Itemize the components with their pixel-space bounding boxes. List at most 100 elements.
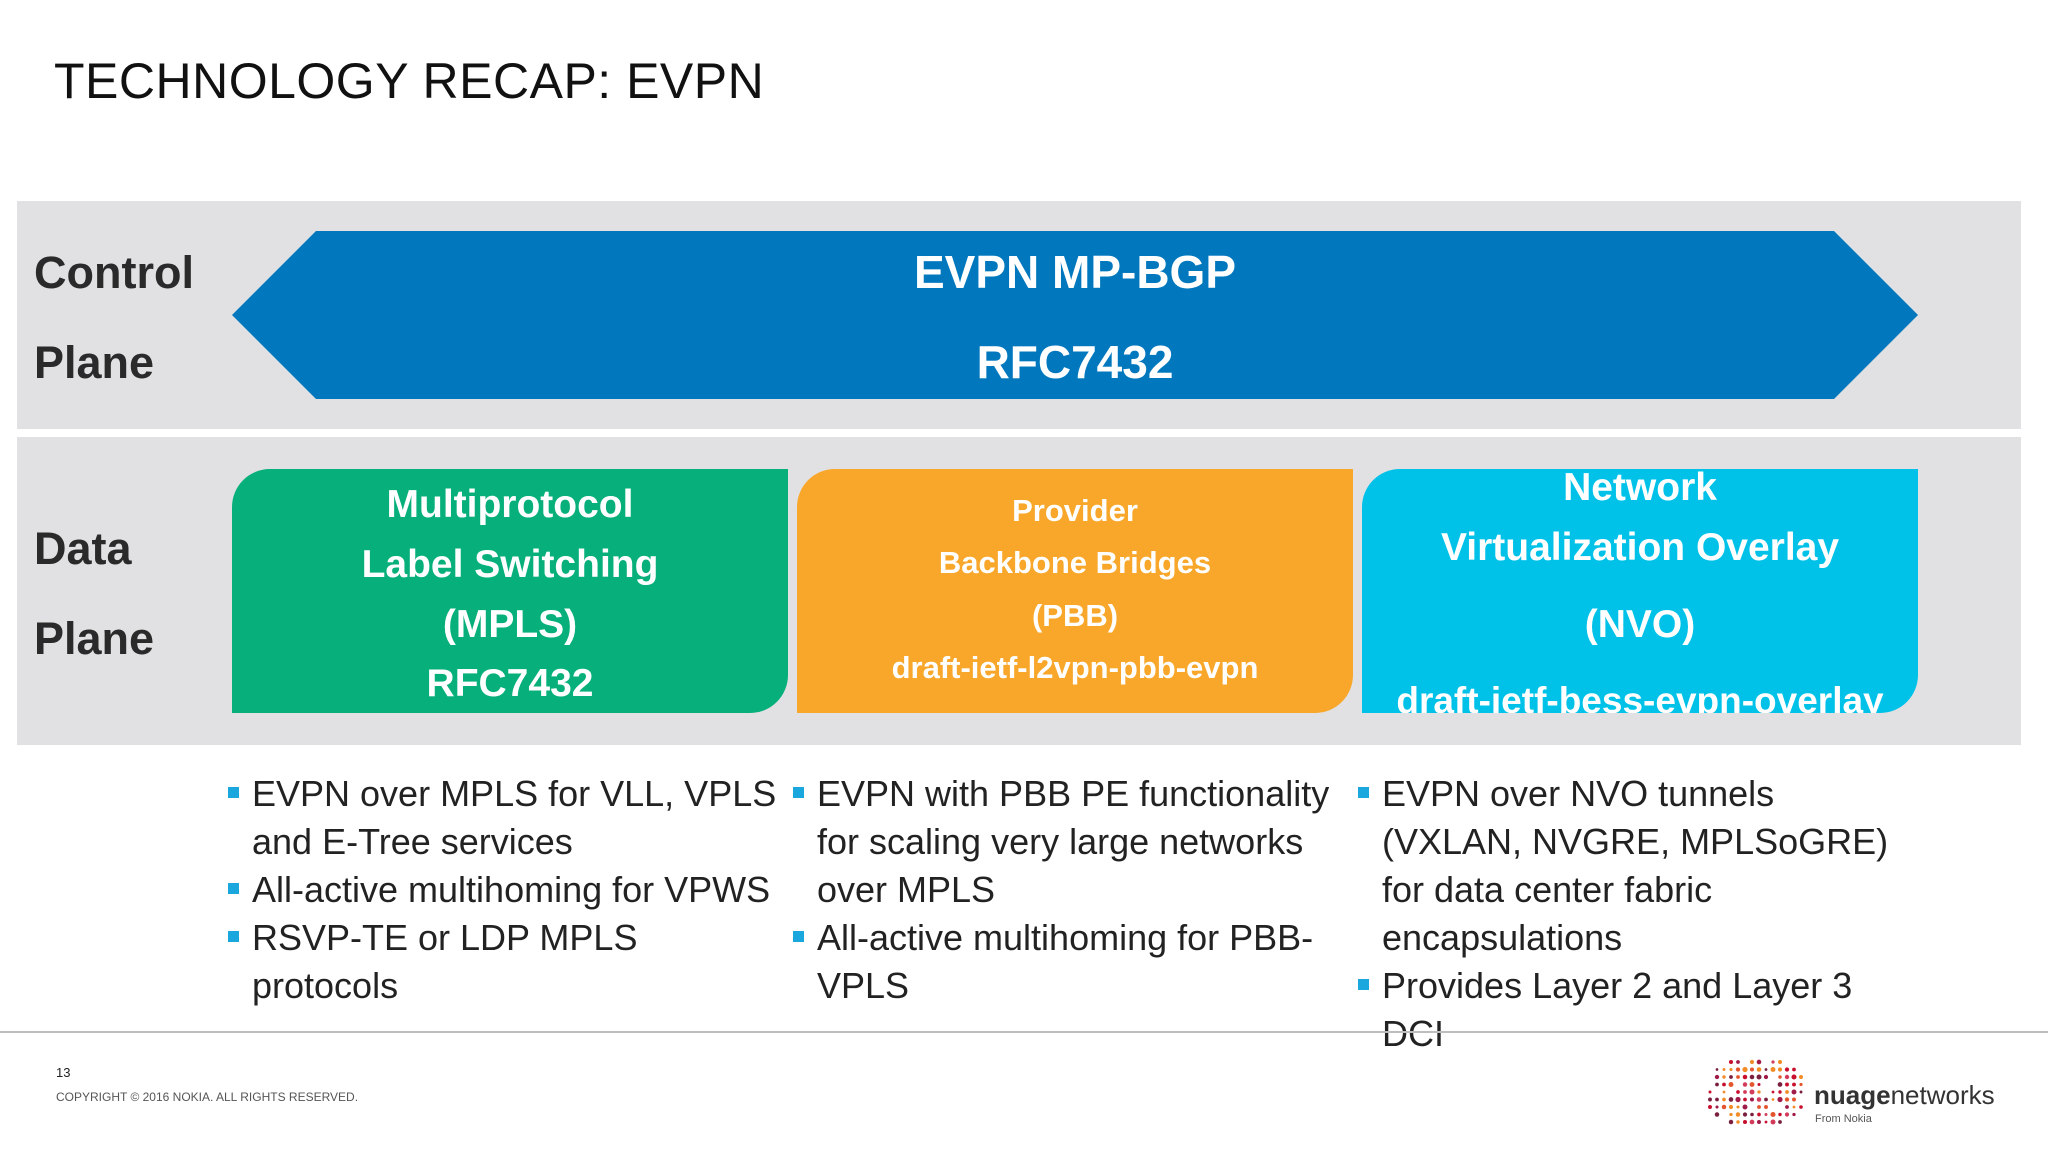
logo-dot — [1721, 1104, 1727, 1110]
bullet-square-icon — [228, 883, 239, 894]
logo-dot — [1799, 1105, 1803, 1109]
logo-dot — [1792, 1082, 1796, 1087]
logo-dot — [1742, 1112, 1748, 1117]
logo-dot — [1728, 1082, 1734, 1087]
logo-dot — [1750, 1112, 1754, 1117]
logo-dot — [1722, 1097, 1726, 1102]
mpls-bullet-list: EVPN over MPLS for VLL, VPLS and E-Tree … — [228, 770, 788, 1010]
logo-dot — [1722, 1068, 1726, 1071]
list-item: RSVP-TE or LDP MPLS protocols — [228, 914, 788, 1010]
logo-dot — [1749, 1089, 1755, 1095]
logo-dot — [1735, 1112, 1741, 1117]
list-item: All-active multihoming for VPWS — [228, 866, 788, 914]
bullet-square-icon — [793, 787, 804, 798]
logo-dot — [1778, 1112, 1782, 1117]
list-item: EVPN over NVO tunnels (VXLAN, NVGRE, MPL… — [1358, 770, 1918, 962]
logo-dot — [1777, 1096, 1783, 1103]
logo-dot — [1771, 1098, 1775, 1101]
logo-dot — [1778, 1120, 1782, 1124]
logo-dot — [1715, 1097, 1719, 1102]
bullet-square-icon — [1358, 787, 1369, 798]
nuage-logo-icon — [1708, 1059, 1804, 1125]
logo-dot — [1742, 1082, 1748, 1087]
logo-dot — [1736, 1075, 1740, 1079]
logo-dot — [1756, 1074, 1762, 1080]
logo-dot — [1764, 1068, 1768, 1071]
logo-dot — [1784, 1067, 1790, 1072]
logo-dot — [1742, 1066, 1748, 1073]
logo-dot — [1792, 1097, 1796, 1102]
logo-dot — [1742, 1074, 1748, 1080]
logo-dot — [1764, 1120, 1768, 1124]
logo-dot — [1728, 1097, 1734, 1102]
logo-dot — [1785, 1090, 1789, 1094]
logo-dot — [1736, 1120, 1740, 1124]
logo-dot — [1735, 1096, 1741, 1103]
bullet-square-icon — [793, 931, 804, 942]
nvo-bullet-list: EVPN over NVO tunnels (VXLAN, NVGRE, MPL… — [1358, 770, 1918, 1058]
logo-dot — [1764, 1097, 1768, 1102]
logo-dot — [1756, 1097, 1762, 1102]
logo-dot — [1715, 1082, 1719, 1087]
logo-dot — [1728, 1119, 1734, 1125]
mpls-line3: (MPLS) — [442, 603, 578, 646]
logo-dot — [1792, 1105, 1796, 1109]
logo-dot — [1784, 1074, 1790, 1080]
logo-dot — [1736, 1105, 1740, 1109]
logo-dot — [1757, 1120, 1761, 1124]
data-plane-label-line2: Plane — [34, 613, 155, 664]
logo-dot — [1708, 1097, 1712, 1102]
logo-dot — [1736, 1090, 1740, 1094]
mpls-line4: RFC7432 — [426, 662, 594, 705]
logo-dot — [1736, 1060, 1740, 1064]
logo-dot — [1749, 1097, 1755, 1102]
logo-dot — [1714, 1074, 1720, 1080]
logo-dot — [1729, 1112, 1733, 1117]
list-item: EVPN with PBB PE functionality for scali… — [793, 770, 1353, 914]
logo-dot — [1785, 1105, 1789, 1109]
list-item: Provides Layer 2 and Layer 3 DCI — [1358, 962, 1918, 1058]
logo-dot — [1757, 1105, 1761, 1109]
logo-dot — [1728, 1059, 1734, 1065]
logo-dot — [1749, 1067, 1755, 1072]
logo-dot — [1778, 1075, 1782, 1079]
list-item: All-active multihoming for PBB-VPLS — [793, 914, 1353, 1010]
logo-dot — [1799, 1082, 1803, 1087]
logo-dot — [1743, 1090, 1747, 1094]
pbb-line3: (PBB) — [1031, 598, 1119, 633]
logo-dot — [1757, 1090, 1761, 1094]
logo-dot — [1799, 1090, 1803, 1094]
pbb-line1: Provider — [1012, 493, 1138, 528]
logo-dot — [1777, 1059, 1783, 1065]
logo-dot — [1777, 1067, 1783, 1072]
logo-dot — [1756, 1059, 1762, 1065]
nuage-logo-wordmark: nuagenetworks — [1814, 1080, 1995, 1110]
logo-dot — [1722, 1082, 1726, 1087]
nvo-line2: Virtualization Overlay — [1440, 526, 1840, 569]
nvo-box: Network Virtualization Overlay (NVO) dra… — [1362, 469, 1918, 713]
logo-dot — [1764, 1105, 1768, 1109]
logo-dot — [1708, 1090, 1712, 1094]
logo-dot — [1763, 1074, 1769, 1080]
pbb-line2: Backbone Bridges — [938, 545, 1212, 580]
logo-dot — [1714, 1112, 1720, 1117]
logo-dot — [1749, 1074, 1755, 1080]
logo-dot — [1708, 1105, 1712, 1109]
list-item: EVPN over MPLS for VLL, VPLS and E-Tree … — [228, 770, 788, 866]
evpn-mp-bgp-arrow — [232, 231, 1918, 399]
logo-dot — [1742, 1119, 1748, 1125]
control-plane-label-line1: Control — [34, 247, 194, 298]
logo-dot — [1778, 1090, 1782, 1094]
nvo-line3: (NVO) — [1584, 603, 1696, 646]
logo-dot — [1742, 1104, 1748, 1110]
copyright-text: COPYRIGHT © 2016 NOKIA. ALL RIGHTS RESER… — [56, 1090, 359, 1104]
logo-dot — [1784, 1097, 1790, 1102]
logo-dot — [1792, 1067, 1796, 1072]
bullet-square-icon — [1358, 979, 1369, 990]
logo-dot — [1756, 1067, 1762, 1072]
pbb-box: Provider Backbone Bridges (PBB) draft-ie… — [797, 469, 1353, 713]
arrow-shape — [232, 231, 1918, 399]
nvo-line4: draft-ietf-bess-evpn-overlay — [1396, 680, 1884, 713]
logo-dot — [1729, 1067, 1733, 1072]
nvo-line1: Network — [1563, 469, 1717, 509]
